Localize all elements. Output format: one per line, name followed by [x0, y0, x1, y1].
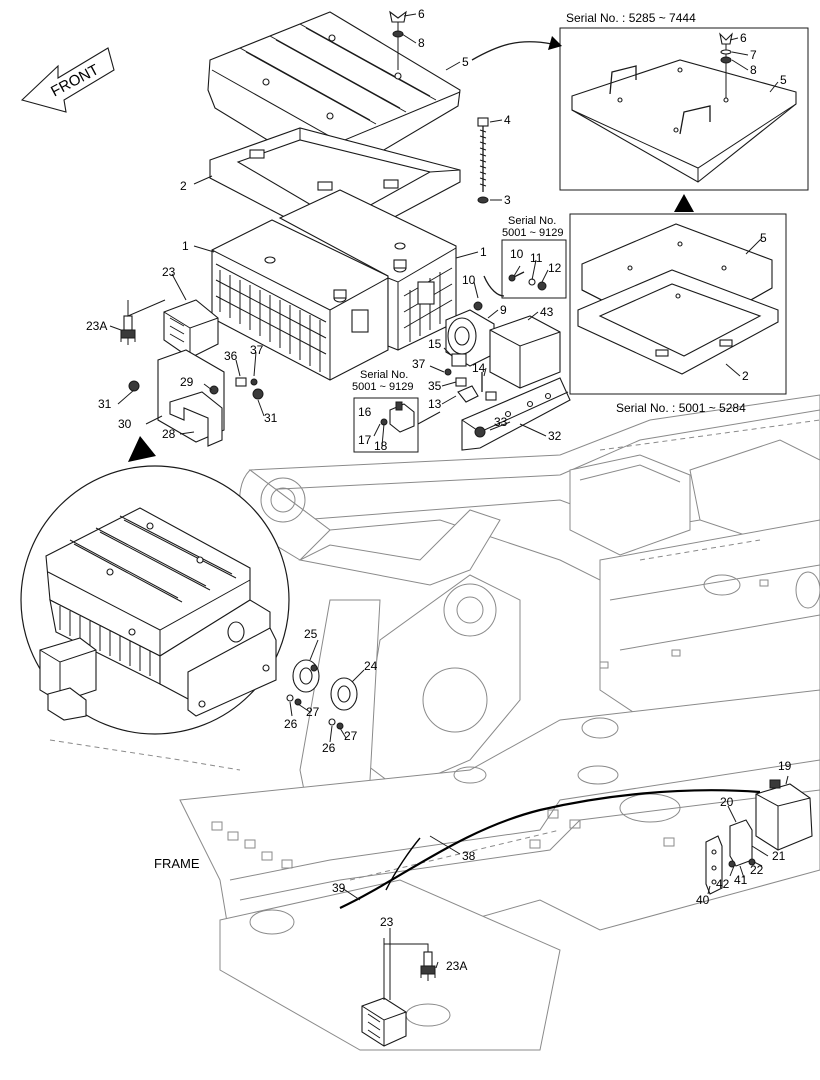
wing-nut — [389, 10, 407, 70]
callout-29: 29 — [180, 375, 194, 389]
callout-39: 39 — [332, 881, 346, 895]
inset-cover-late: Serial No. : 5285 ~ 7444 — [559, 11, 809, 191]
switch-parts — [444, 353, 497, 403]
callout-37a: 37 — [250, 343, 264, 357]
callout-23-lower: 23 — [380, 915, 394, 929]
horn-upper — [286, 659, 320, 706]
callout-13: 13 — [428, 397, 442, 411]
callout-40: 40 — [696, 893, 710, 907]
callout-23A-lower: 23A — [446, 959, 467, 973]
mounting-plate — [461, 377, 571, 451]
relay-bracket — [489, 315, 561, 389]
callout-8: 8 — [418, 36, 425, 50]
callout-20: 20 — [720, 795, 734, 809]
callout-27b: 27 — [344, 729, 358, 743]
callout-26a: 26 — [284, 717, 298, 731]
lamp-bracket — [128, 349, 264, 447]
lamp-bulb-upper — [120, 299, 166, 345]
callout-38: 38 — [462, 849, 476, 863]
serial-label-early: Serial No. : 5001 ~ 5284 — [616, 401, 746, 415]
callout-11: 11 — [530, 251, 543, 265]
callout-30: 30 — [118, 417, 132, 431]
callout-42: 42 — [716, 877, 730, 891]
callout-17: 17 — [358, 433, 372, 447]
washer-hose — [339, 789, 761, 909]
callout-5: 5 — [462, 55, 469, 69]
work-lamp-upper — [163, 299, 219, 359]
lamp-bulb-lower — [383, 938, 436, 1000]
callout-31b: 31 — [264, 411, 278, 425]
callout-43: 43 — [540, 305, 554, 319]
detail-circle — [20, 436, 290, 735]
callout-19: 19 — [778, 759, 792, 773]
inset-arrow — [471, 41, 553, 61]
callout-3: 3 — [504, 193, 511, 207]
callout-25: 25 — [304, 627, 318, 641]
callout-10: 10 — [462, 273, 476, 287]
callout-28: 28 — [162, 427, 176, 441]
callout-2: 2 — [180, 179, 187, 193]
callout-21: 21 — [772, 849, 786, 863]
callout-4: 4 — [504, 113, 511, 127]
washer-tank — [728, 779, 813, 868]
callout-inset-low-5: 5 — [760, 231, 767, 245]
callout-23-upper: 23 — [162, 265, 176, 279]
tank-bracket — [705, 835, 723, 895]
serial-bolts-line2: 5001 ~ 9129 — [502, 227, 563, 239]
callout-31a: 31 — [98, 397, 112, 411]
callout-inset-5: 5 — [780, 73, 787, 87]
long-bolt — [477, 117, 489, 204]
callout-23A-upper: 23A — [86, 319, 107, 333]
callout-41: 41 — [734, 873, 748, 887]
battery-relay — [445, 301, 495, 367]
serial-box-bolts: Serial No. 5001 ~ 9129 — [483, 215, 567, 299]
callout-inset-8: 8 — [750, 63, 757, 77]
callout-33: 33 — [494, 415, 508, 429]
battery-right — [278, 189, 457, 351]
callout-14: 14 — [472, 361, 486, 375]
callout-10-top: 10 — [510, 247, 524, 261]
callout-inset-low-2: 2 — [742, 369, 749, 383]
callout-22: 22 — [750, 863, 764, 877]
battery-left — [211, 219, 389, 381]
callout-12: 12 — [548, 261, 562, 275]
callout-27a: 27 — [306, 705, 320, 719]
callout-24: 24 — [364, 659, 378, 673]
horn-lower — [328, 677, 358, 730]
callout-16: 16 — [358, 405, 372, 419]
callout-26b: 26 — [322, 741, 336, 755]
callout-32: 32 — [548, 429, 562, 443]
callout-35: 35 — [428, 379, 442, 393]
front-arrow: FRONT — [20, 47, 115, 113]
battery-tray-frame — [209, 127, 461, 247]
callout-36: 36 — [224, 349, 238, 363]
callout-inset-6: 6 — [740, 31, 747, 45]
callout-inset-7: 7 — [750, 48, 757, 62]
callout-6: 6 — [418, 7, 425, 21]
callout-15: 15 — [428, 337, 442, 351]
callout-labels: 6 8 5 4 3 2 1 1 10 11 12 10 9 43 15 14 3… — [86, 7, 792, 973]
serial-switch-line2: 5001 ~ 9129 — [352, 381, 413, 393]
serial-switch-line1: Serial No. — [360, 369, 408, 381]
callout-37b: 37 — [412, 357, 426, 371]
serial-bolts-line1: Serial No. — [508, 215, 556, 227]
inset-pointer-triangle — [674, 194, 694, 212]
leader-lines — [109, 13, 789, 1000]
frame-label: FRAME — [154, 856, 200, 871]
callout-1a: 1 — [182, 239, 189, 253]
callout-9: 9 — [500, 303, 507, 317]
inset-cover-early: Serial No. : 5001 ~ 5284 — [569, 213, 787, 415]
serial-box-switch: Serial No. 5001 ~ 9129 — [352, 369, 441, 453]
callout-18: 18 — [374, 439, 388, 453]
callout-1b: 1 — [480, 245, 487, 259]
serial-label-late: Serial No. : 5285 ~ 7444 — [566, 11, 696, 25]
